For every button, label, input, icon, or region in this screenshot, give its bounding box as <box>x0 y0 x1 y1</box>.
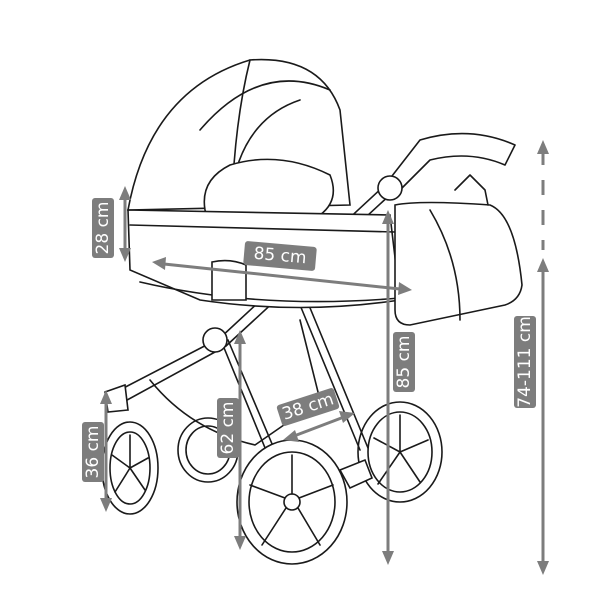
svg-text:38 cm: 38 cm <box>280 389 337 424</box>
changing-bag <box>394 174 523 326</box>
carrycot-length-label: 85 cm <box>243 241 317 271</box>
svg-text:85 cm: 85 cm <box>253 244 307 269</box>
svg-text:36 cm: 36 cm <box>83 426 103 479</box>
wheel-diameter-label: 36 cm <box>82 422 104 482</box>
svg-text:74-111 cm: 74-111 cm <box>515 316 535 408</box>
carrycot-height-label: 28 cm <box>92 198 114 258</box>
carrycot <box>127 58 401 309</box>
seat-height-label: 62 cm <box>217 398 239 458</box>
front-left-wheel <box>236 439 374 565</box>
total-height-label: 85 cm <box>393 332 415 392</box>
front-right-wheel <box>357 401 443 503</box>
rear-left-wheel <box>101 421 159 515</box>
handle-height-label: 74-111 cm <box>514 316 536 408</box>
svg-text:85 cm: 85 cm <box>394 336 414 389</box>
dimension-lines <box>100 140 549 575</box>
svg-text:28 cm: 28 cm <box>93 202 113 255</box>
svg-text:62 cm: 62 cm <box>218 402 238 455</box>
